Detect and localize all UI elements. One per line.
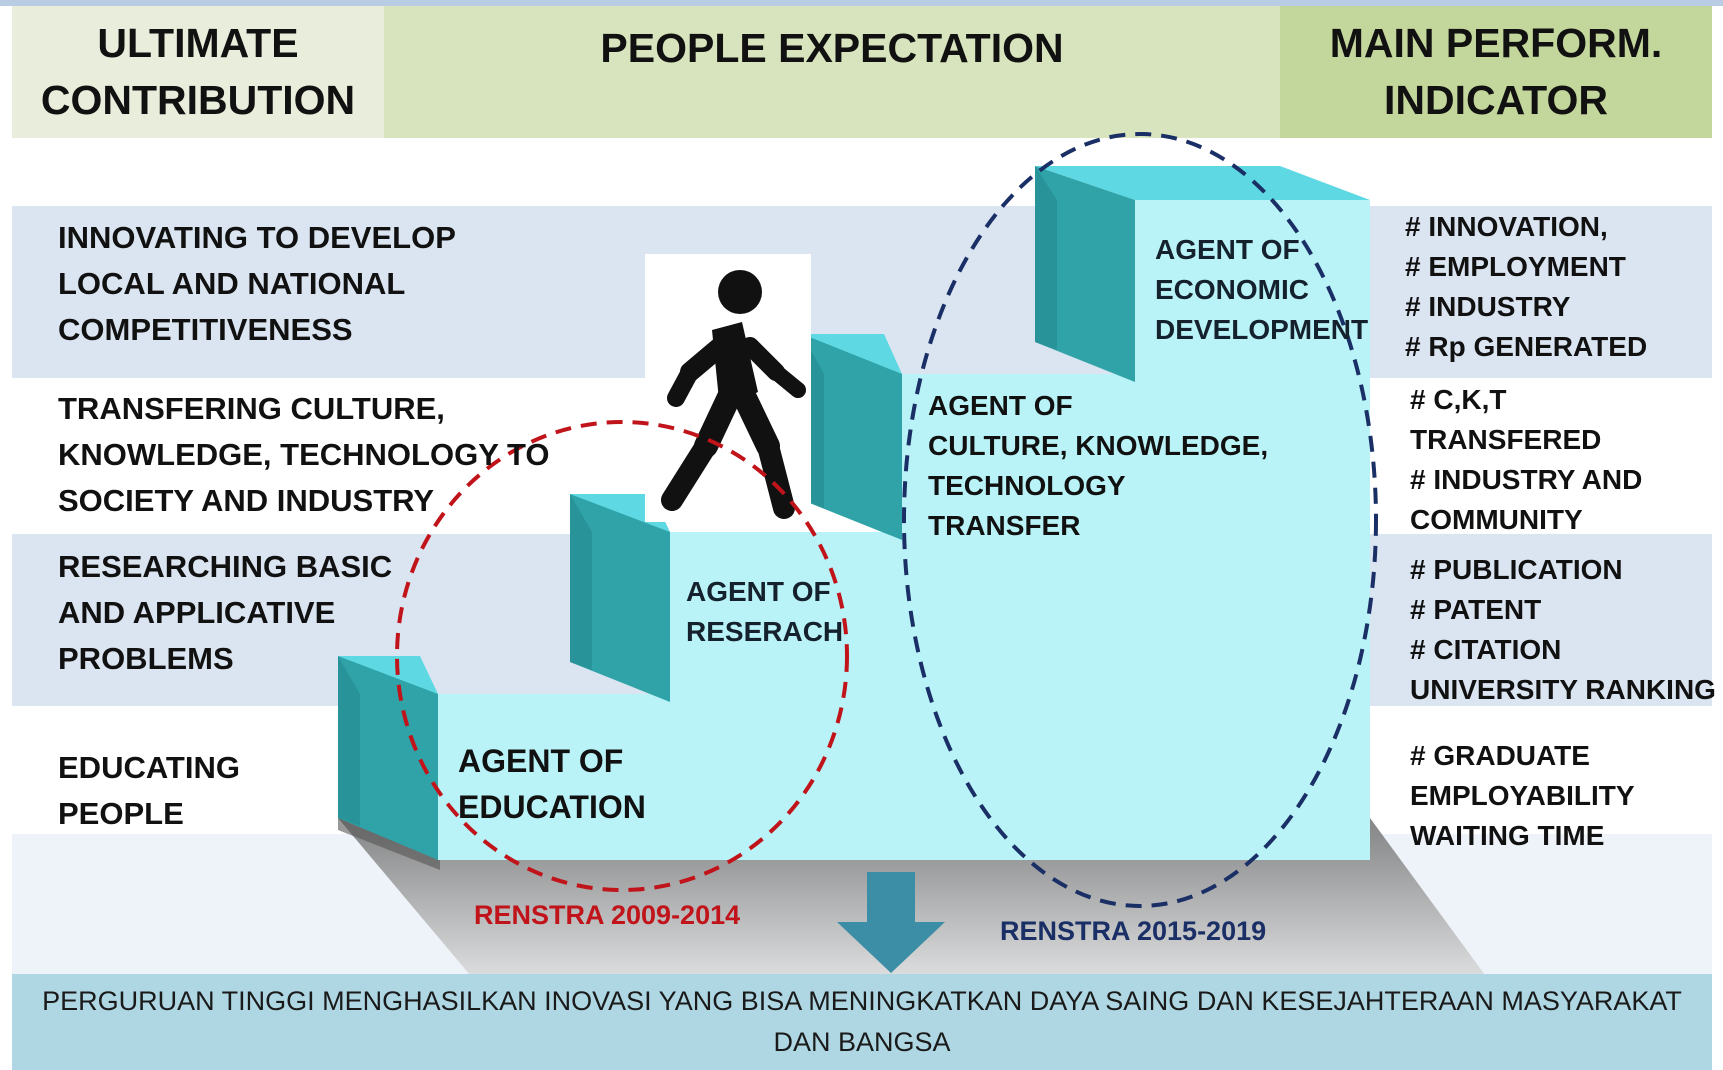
renstra-2009-2014-ellipse	[395, 420, 849, 892]
indicator-innovation: # INNOVATION, # EMPLOYMENT # INDUSTRY # …	[1405, 211, 1648, 362]
renstra-2009-2014-label: RENSTRA 2009-2014	[474, 900, 741, 930]
top-strip	[0, 0, 1723, 6]
contribution-educating: EDUCATING PEOPLE	[58, 750, 240, 831]
indicator-publication: # PUBLICATION # PATENT # CITATION UNIVER…	[1410, 554, 1716, 705]
header-ultimate-contribution: ULTIMATE CONTRIBUTION	[12, 6, 384, 138]
agent-culture-knowledge-technology-transfer: AGENT OF CULTURE, KNOWLEDGE, TECHNOLOGY …	[928, 390, 1269, 541]
contribution-researching: RESEARCHING BASIC AND APPLICATIVE PROBLE…	[58, 549, 393, 676]
agent-economic-development: AGENT OF ECONOMIC DEVELOPMENT	[1155, 234, 1369, 345]
stair-risers	[338, 166, 1135, 860]
header-main-performance-indicator: MAIN PERFORM. INDICATOR	[1280, 6, 1712, 138]
contribution-innovating: INNOVATING TO DEVELOP LOCAL AND NATIONAL…	[58, 220, 456, 347]
stair-shadow-edge	[338, 818, 440, 870]
bottom-statement: PERGURUAN TINGGI MENGHASILKAN INOVASI YA…	[12, 974, 1712, 1070]
contribution-transfering: TRANSFERING CULTURE, KNOWLEDGE, TECHNOLO…	[58, 391, 550, 518]
header-people-expectation: PEOPLE EXPECTATION	[384, 6, 1280, 138]
agent-research: AGENT OF RESERACH	[686, 576, 844, 647]
renstra-2015-2019-label: RENSTRA 2015-2019	[1000, 916, 1267, 946]
agent-education: AGENT OF EDUCATION	[458, 743, 646, 825]
indicator-ckt-transfer: # C,K,T TRANSFERED # INDUSTRY AND COMMUN…	[1410, 384, 1643, 535]
walking-person-icon	[661, 270, 806, 519]
stair-faces	[438, 200, 1370, 860]
indicator-graduate: # GRADUATE EMPLOYABILITY WAITING TIME	[1410, 740, 1635, 851]
renstra-2015-2019-ellipse	[902, 132, 1378, 908]
down-arrow-icon	[837, 872, 945, 973]
